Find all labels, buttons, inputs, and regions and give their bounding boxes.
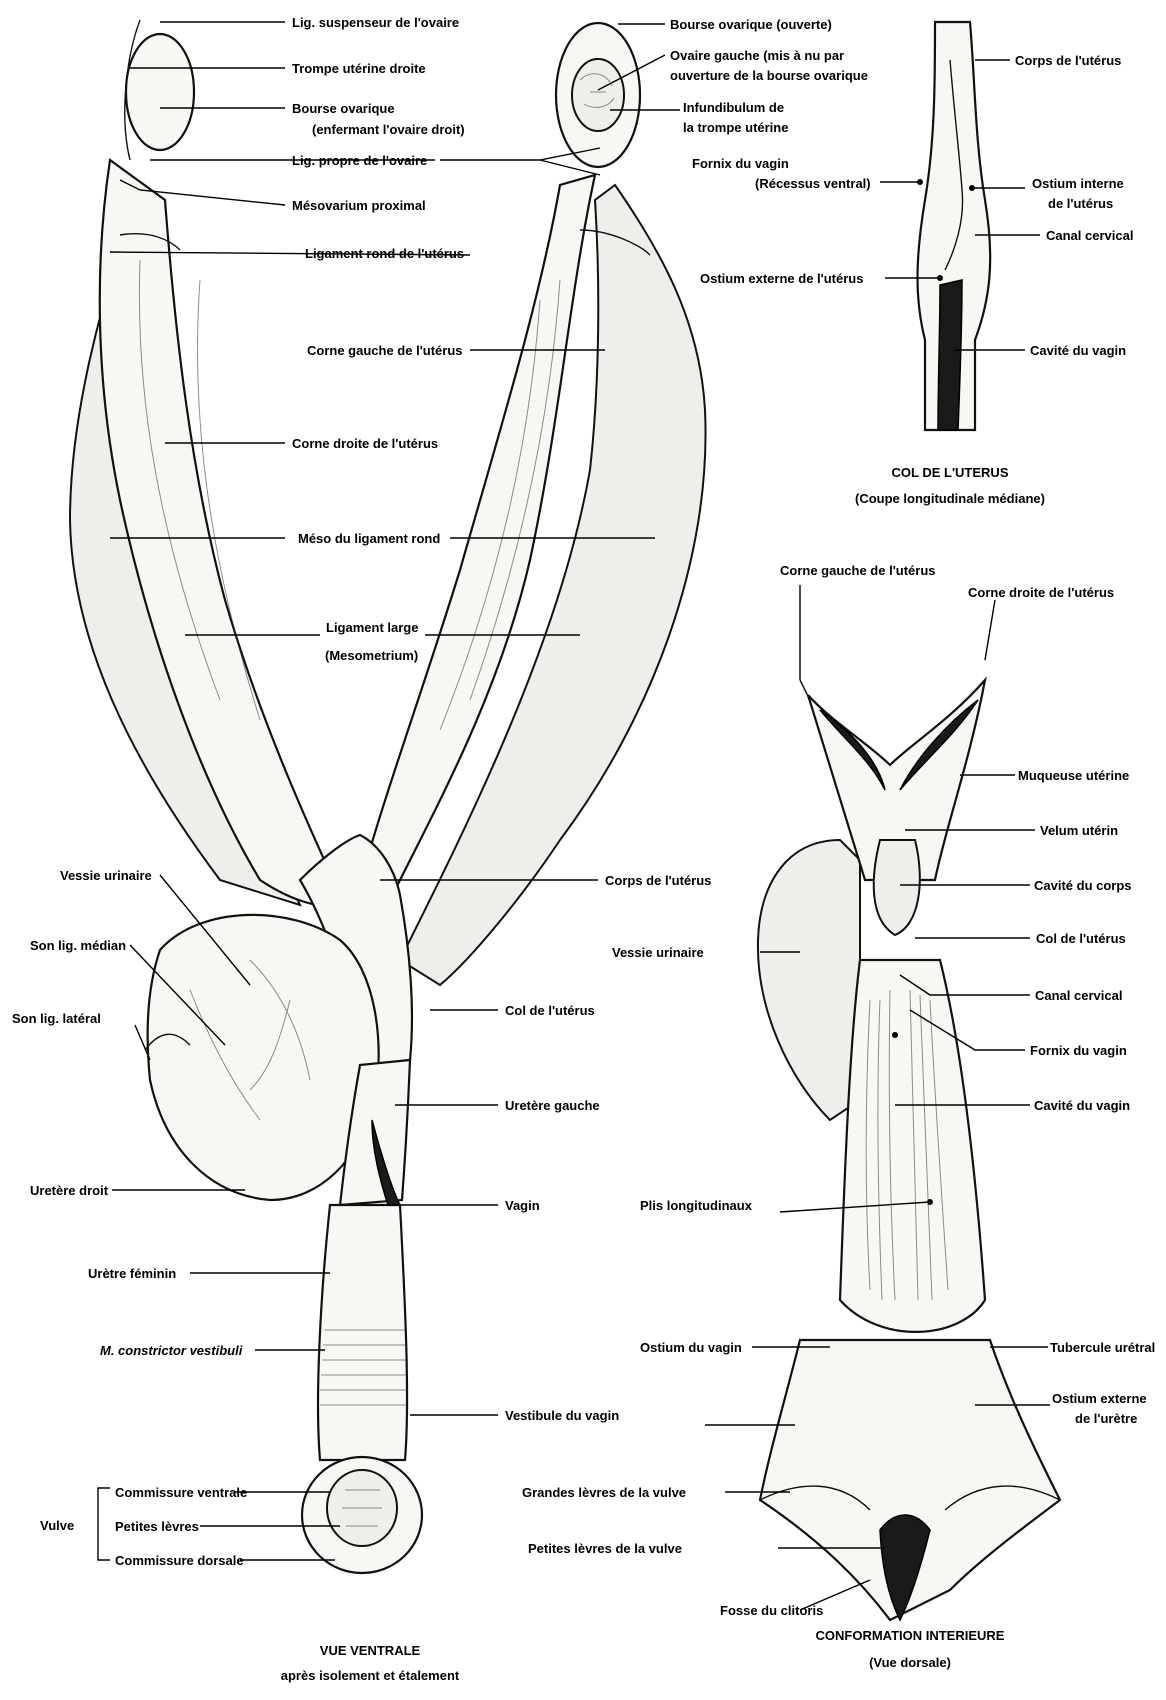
- label-fornix-2: (Récessus ventral): [755, 176, 871, 191]
- label-int-vessie: Vessie urinaire: [612, 945, 704, 960]
- label-velum: Velum utérin: [1040, 823, 1118, 838]
- caption-vue-ventrale-2: après isolement et étalement: [281, 1668, 460, 1683]
- label-ovaire-gauche: Ovaire gauche (mis à nu par: [670, 48, 844, 63]
- label-uretre: Urètre féminin: [88, 1266, 176, 1281]
- label-uretere-droit: Uretère droit: [30, 1183, 109, 1198]
- label-corne-droite: Corne droite de l'utérus: [292, 436, 438, 451]
- label-uretere-gauche: Uretère gauche: [505, 1098, 600, 1113]
- label-commissure-dorsale: Commissure dorsale: [115, 1553, 244, 1568]
- label-corne-gauche: Corne gauche de l'utérus: [307, 343, 463, 358]
- label-ovaire-gauche-2: ouverture de la bourse ovarique: [670, 68, 868, 83]
- label-vagin: Vagin: [505, 1198, 540, 1213]
- label-petites-levres: Petites lèvres: [115, 1519, 199, 1534]
- label-vestibule: Vestibule du vagin: [505, 1408, 619, 1423]
- label-infundibulum: Infundibulum de: [683, 100, 784, 115]
- caption-col-uterus: COL DE L'UTERUS: [892, 465, 1009, 480]
- label-meso-lig-rond: Méso du ligament rond: [298, 531, 440, 546]
- left-ovary: [572, 59, 624, 131]
- vaginal-cavity-section: [938, 280, 962, 430]
- label-lig-lateral: Son lig. latéral: [12, 1011, 101, 1026]
- label-muqueuse: Muqueuse utérine: [1018, 768, 1129, 783]
- interior-view-drawing: [758, 680, 1060, 1620]
- label-int-corne-droite: Corne droite de l'utérus: [968, 585, 1114, 600]
- label-bourse-ovarique-2: (enfermant l'ovaire droit): [312, 122, 465, 137]
- label-lig-propre: Lig. propre de l'ovaire: [292, 153, 427, 168]
- caption-col-uterus-2: (Coupe longitudinale médiane): [855, 491, 1045, 506]
- label-grandes-levres: Grandes lèvres de la vulve: [522, 1485, 686, 1500]
- label-vulve: Vulve: [40, 1518, 74, 1533]
- caption-conformation: CONFORMATION INTERIEURE: [816, 1628, 1005, 1643]
- label-corps-cervix: Corps de l'utérus: [1015, 53, 1121, 68]
- label-ostium-interne-2: de l'utérus: [1048, 196, 1113, 211]
- label-commissure-ventrale: Commissure ventrale: [115, 1485, 247, 1500]
- label-int-cavite-vagin: Cavité du vagin: [1034, 1098, 1130, 1113]
- urinary-bladder: [148, 915, 379, 1200]
- bladder-interior-view: [758, 840, 860, 1120]
- label-fornix: Fornix du vagin: [692, 156, 789, 171]
- ovarian-bursa-right: [126, 34, 194, 150]
- interior-body-cavity: [874, 840, 920, 935]
- label-bourse-ovarique: Bourse ovarique: [292, 101, 395, 116]
- label-constrictor: M. constrictor vestibuli: [100, 1343, 243, 1358]
- label-lig-suspenseur: Lig. suspenseur de l'ovaire: [292, 15, 459, 30]
- caption-conformation-2: (Vue dorsale): [869, 1655, 951, 1670]
- label-mesovarium: Mésovarium proximal: [292, 198, 426, 213]
- label-ostium-uretre-2: de l'urètre: [1075, 1411, 1137, 1426]
- interior-vagina: [840, 960, 985, 1332]
- label-int-corne-gauche: Corne gauche de l'utérus: [780, 563, 936, 578]
- caption-vue-ventrale: VUE VENTRALE: [320, 1643, 421, 1658]
- label-trompe-droite: Trompe utérine droite: [292, 61, 426, 76]
- label-bourse-ouverte: Bourse ovarique (ouverte): [670, 17, 832, 32]
- label-lig-large: Ligament large: [326, 620, 418, 635]
- label-vessie: Vessie urinaire: [60, 868, 152, 883]
- label-ostium-vagin: Ostium du vagin: [640, 1340, 742, 1355]
- label-col-uterus: Col de l'utérus: [505, 1003, 595, 1018]
- label-ostium-uretre: Ostium externe: [1052, 1391, 1147, 1406]
- label-lig-rond: Ligament rond de l'utérus: [305, 246, 464, 261]
- label-plis: Plis longitudinaux: [640, 1198, 753, 1213]
- label-int-canal: Canal cervical: [1035, 988, 1122, 1003]
- label-lig-median: Son lig. médian: [30, 938, 126, 953]
- label-cavite-vagin-cervix: Cavité du vagin: [1030, 343, 1126, 358]
- label-canal-cervix: Canal cervical: [1046, 228, 1133, 243]
- label-fosse-clitoris: Fosse du clitoris: [720, 1603, 823, 1618]
- label-int-col: Col de l'utérus: [1036, 931, 1126, 946]
- vestibule-external: [318, 1205, 407, 1460]
- label-int-petites-levres: Petites lèvres de la vulve: [528, 1541, 682, 1556]
- label-ostium-externe: Ostium externe de l'utérus: [700, 271, 863, 286]
- label-ostium-interne: Ostium interne: [1032, 176, 1124, 191]
- label-cavite-corps: Cavité du corps: [1034, 878, 1132, 893]
- label-int-fornix: Fornix du vagin: [1030, 1043, 1127, 1058]
- cervix-section-drawing: [917, 22, 990, 430]
- label-corps-uterus: Corps de l'utérus: [605, 873, 711, 888]
- label-infundibulum-2: la trompe utérine: [683, 120, 788, 135]
- label-lig-large-2: (Mesometrium): [325, 648, 418, 663]
- label-tubercule: Tubercule urétral: [1050, 1340, 1155, 1355]
